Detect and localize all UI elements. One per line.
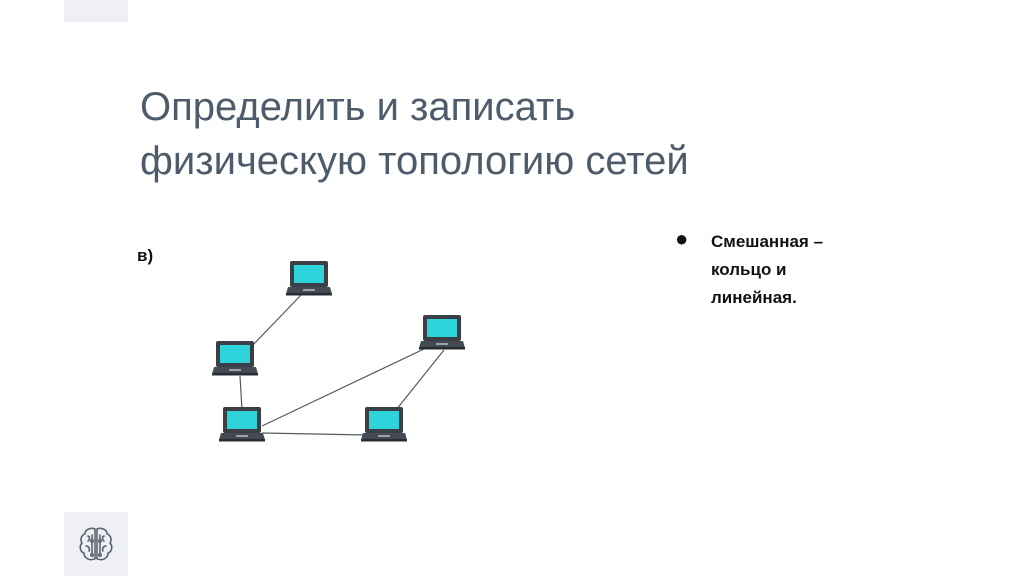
laptop-right-icon <box>419 315 465 350</box>
title-line-1: Определить и записать <box>140 85 576 129</box>
laptop-top-icon <box>286 261 332 296</box>
bullet-text: Смешанная – кольцо и линейная. <box>711 232 824 307</box>
laptop-left-icon <box>212 341 258 376</box>
logo-box <box>64 512 128 576</box>
link-bottomright-right <box>395 349 445 411</box>
link-left-bottomleft <box>239 375 243 411</box>
top-decor-block <box>64 0 128 22</box>
brain-icon <box>79 527 113 561</box>
link-bottomleft-bottomright <box>261 432 367 436</box>
laptop-bottom-left-icon <box>219 407 265 442</box>
title-line-2: физическую топологию сетей <box>140 139 689 183</box>
bullet-dot-icon: ● <box>675 226 689 251</box>
link-top-left <box>249 293 303 349</box>
laptop-bottom-right-icon <box>361 407 407 442</box>
bullet-list: ● Смешанная – кольцо и линейная. <box>675 228 935 312</box>
variant-label: в) <box>137 246 154 265</box>
network-links <box>239 293 445 436</box>
bullet-item: ● Смешанная – кольцо и линейная. <box>675 228 935 312</box>
slide-title: Определить и записать физическую тополог… <box>140 80 840 188</box>
link-bottomleft-right <box>261 347 427 427</box>
